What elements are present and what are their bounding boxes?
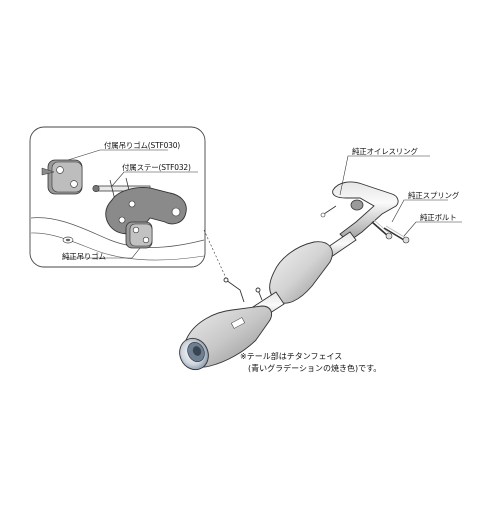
label-spring-oem: 純正スプリング	[408, 191, 460, 200]
front-pipe	[332, 181, 399, 243]
detail-inset	[29, 126, 206, 268]
hanger-rubber-included	[41, 159, 83, 195]
tail-hangers	[223, 277, 263, 303]
oil-ring-flange	[350, 199, 364, 211]
mount-bracket	[105, 187, 187, 235]
exhaust-system	[179, 181, 410, 371]
brand-badge	[230, 317, 246, 329]
label-hanger-rubber-included: 付属吊りゴム(STF030)	[104, 141, 181, 150]
inset-body-panel	[30, 217, 205, 248]
hanger-rubber-oem	[125, 221, 153, 249]
label-stay-included: 付属ステー(STF032)	[122, 163, 191, 172]
inset-body-edge	[30, 232, 205, 261]
muffler-body	[269, 241, 333, 304]
springs-bolts	[320, 205, 410, 244]
inset-leaders	[64, 149, 198, 259]
main-leaders	[339, 155, 462, 237]
label-oil-ring-oem: 純正オイレスリング	[352, 147, 418, 156]
tail-note-line1: ※テール部はチタンフェイス	[240, 352, 343, 361]
label-bolt-oem: 純正ボルト	[420, 213, 457, 222]
label-hanger-rubber-oem: 純正吊りゴム	[62, 252, 106, 261]
callout-connector	[203, 229, 227, 279]
tail-note-line2: (青いグラデーションの焼き色)です。	[248, 364, 382, 373]
